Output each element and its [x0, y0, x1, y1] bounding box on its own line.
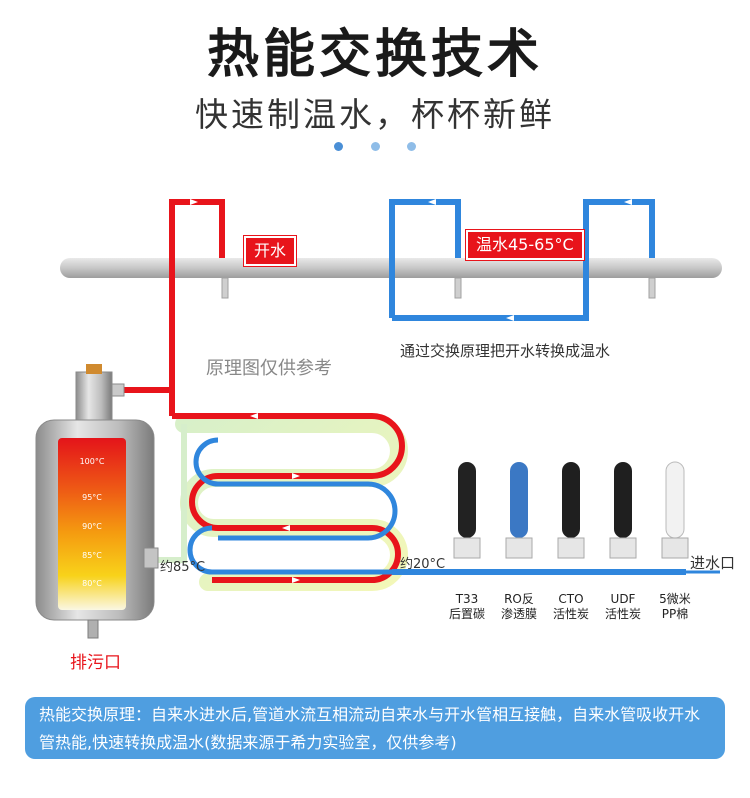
dot-2	[370, 142, 380, 151]
filter-udf-line2: 活性炭	[604, 607, 641, 621]
warm-water-tag: 温水45-65°C	[466, 230, 584, 260]
filter-label-ro: RO反 渗透膜	[491, 592, 547, 622]
tank-level-95: 95°C	[82, 493, 102, 502]
filter-t33-line2: 后置碳	[448, 607, 485, 621]
dot-1	[334, 142, 344, 151]
filter-pp-line2: PP棉	[661, 607, 689, 621]
filter-label-cto: CTO 活性炭	[543, 592, 599, 622]
faucet-3	[648, 277, 656, 299]
dot-3	[406, 142, 416, 151]
filter-ro-line2: 渗透膜	[500, 607, 537, 621]
faucet-2	[454, 277, 462, 299]
hot-water-tank	[35, 364, 159, 639]
page-title: 热能交换技术	[206, 25, 543, 85]
filter-udf-line1: UDF	[610, 592, 636, 606]
exchange-note: 通过交换原理把开水转换成温水	[400, 342, 611, 360]
tank-temperature-gradient	[58, 438, 126, 610]
tank-level-90: 90°C	[82, 522, 102, 531]
cold-serpentine	[187, 437, 398, 575]
inlet-label: 进水口	[690, 554, 736, 572]
filter-t33-line1: T33	[455, 592, 479, 606]
temp-20-label: 约20°C	[400, 557, 446, 572]
filter-label-t33: T33 后置碳	[439, 592, 495, 622]
tank-level-80: 80°C	[82, 579, 102, 588]
warm-branch-pipe	[392, 199, 655, 321]
hot-supply-pipe	[112, 199, 225, 393]
pagination-dots	[0, 136, 750, 155]
tank-level-85: 85°C	[82, 551, 102, 560]
page-subtitle: 快速制温水，杯杯新鲜	[195, 95, 555, 134]
filter-cto-line2: 活性炭	[552, 607, 589, 621]
drain-label: 排污口	[70, 653, 121, 673]
filter-label-pp: 5微米 PP棉	[647, 592, 703, 622]
tank-level-100: 100°C	[79, 457, 105, 466]
hot-serpentine	[172, 413, 405, 583]
filter-label-udf: UDF 活性炭	[595, 592, 651, 622]
filter-ro-line1: RO反	[504, 592, 534, 606]
filter-pp-line1: 5微米	[659, 592, 691, 606]
filter-cartridges	[453, 461, 689, 559]
exchanger-shell	[175, 415, 408, 591]
principle-info-box: 热能交换原理：自来水进水后,管道水流互相流动自来水与开水管相互接触，自来水管吸收…	[25, 697, 725, 759]
filter-cto-line1: CTO	[558, 592, 584, 606]
boiling-water-tag: 开水	[244, 236, 297, 266]
temp-85-label: 约85°C	[160, 560, 206, 575]
faucet-1	[221, 277, 229, 299]
diagram-watermark: 原理图仅供参考	[206, 358, 332, 379]
